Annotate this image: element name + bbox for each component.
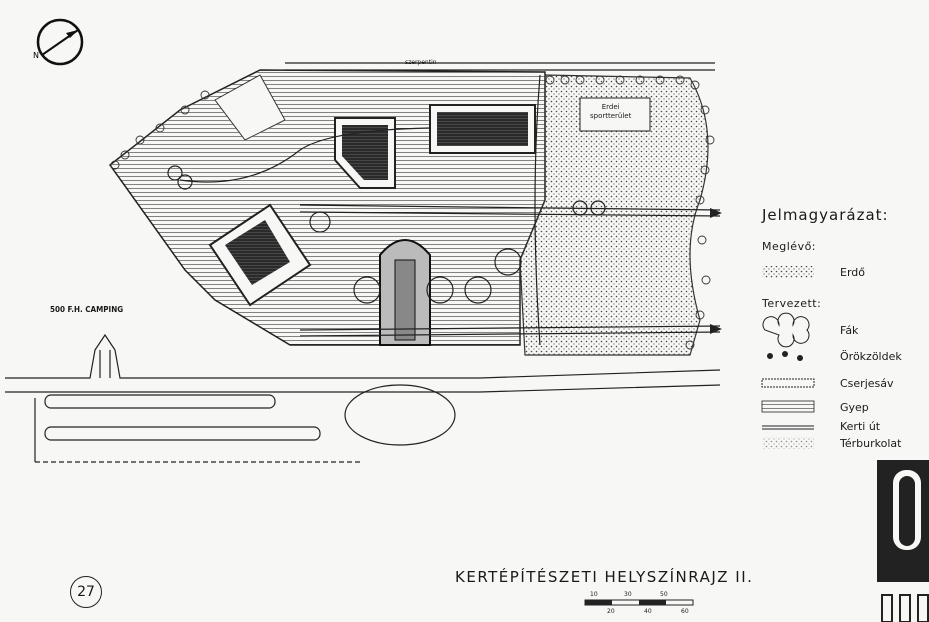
svg-text:N: N: [33, 51, 39, 60]
bottom-road: [5, 333, 721, 393]
legend-item-garden-path: Kerti út: [840, 420, 881, 433]
pond-middle: [334, 117, 396, 189]
tree-border: [110, 75, 715, 350]
scale-label-top-2: 30: [624, 591, 632, 598]
garden-paths: [179, 74, 721, 346]
legend-planned-heading: Tervezett:: [762, 297, 822, 310]
scale-label-bottom-2: 40: [644, 608, 652, 615]
legend-item-paving: Térburkolat: [840, 437, 902, 450]
scale-label-bottom-1: 20: [607, 608, 615, 615]
legend-item-lawn: Gyep: [840, 401, 869, 414]
pond-west: [208, 203, 312, 307]
studio-logo: [877, 460, 929, 622]
scale-bar: [584, 599, 694, 606]
tree-symbols: [167, 165, 606, 304]
drawing-title: KERTÉPÍTÉSZETI HELYSZÍNRAJZ II.: [455, 568, 754, 586]
legend-item-forest: Erdő: [840, 266, 865, 279]
scale-label-bottom-3: 60: [681, 608, 689, 615]
legend-title: Jelmagyarázat:: [762, 206, 889, 224]
central-plaza: [379, 239, 431, 346]
camping-label: 500 F.H. CAMPING: [50, 305, 124, 314]
parking-rows: [34, 384, 456, 463]
road-label: szerpentin: [405, 59, 437, 66]
legend-item-evergreens: Örökzöldek: [840, 350, 902, 363]
legend-swatches: [761, 266, 815, 449]
scale-label-top-1: 10: [590, 591, 598, 598]
forest-label-line2: sportterület: [590, 112, 632, 120]
legend-item-shrubs: Cserjesáv: [840, 377, 894, 390]
page-number: 27: [70, 576, 102, 608]
north-arrow-icon: N: [33, 18, 84, 66]
path-arrow-icons: [710, 208, 722, 334]
forest-sport-label: Erdei sportterület: [590, 103, 631, 121]
forest-label-line1: Erdei: [601, 103, 620, 111]
legend-item-trees: Fák: [840, 324, 859, 337]
pond-north: [429, 104, 536, 154]
scale-label-top-3: 50: [660, 591, 668, 598]
top-road: [285, 62, 715, 71]
legend-existing-heading: Meglévő:: [762, 240, 817, 253]
